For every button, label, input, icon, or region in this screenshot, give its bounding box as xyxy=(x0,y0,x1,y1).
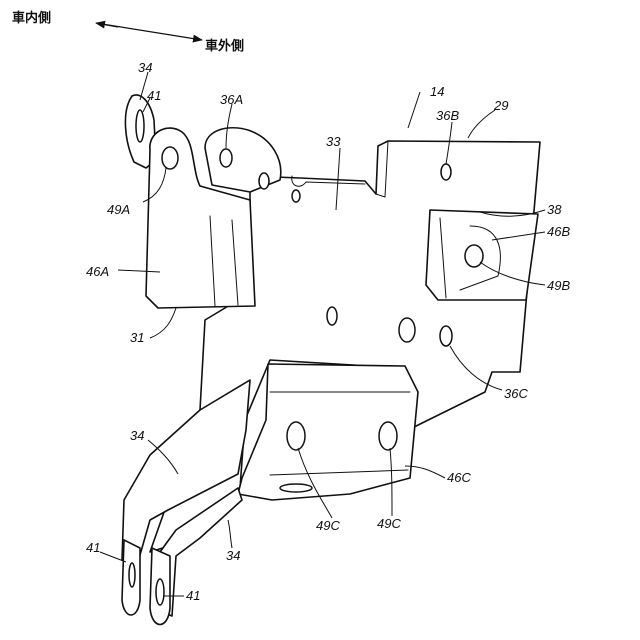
hole-plate-2 xyxy=(399,318,415,342)
leader-31 xyxy=(150,308,176,338)
hole-41-top xyxy=(136,110,144,142)
label-33: 33 xyxy=(326,134,341,149)
hole-49c-right xyxy=(379,422,397,450)
label-36c: 36C xyxy=(504,386,528,401)
direction-arrow-back xyxy=(96,23,118,27)
label-31: 31 xyxy=(130,330,144,345)
outer-side-label: 車外側 xyxy=(205,38,244,54)
hole-small-2 xyxy=(292,190,300,202)
hole-49b xyxy=(465,245,483,267)
hole-flange-bottom xyxy=(280,484,312,492)
label-41-left: 41 xyxy=(86,540,100,555)
leader-29 xyxy=(468,110,495,138)
label-49c-right: 49C xyxy=(377,516,401,531)
label-38: 38 xyxy=(547,202,562,217)
hole-49a xyxy=(162,147,178,169)
hole-49c-left xyxy=(287,422,305,450)
label-46c: 46C xyxy=(447,470,471,485)
hole-36b xyxy=(441,164,451,180)
leader-34-low xyxy=(228,520,232,548)
hole-41-bottom xyxy=(156,579,164,605)
label-29: 29 xyxy=(493,98,508,113)
label-49a: 49A xyxy=(107,202,130,217)
label-36a: 36A xyxy=(220,92,243,107)
hole-plate-1 xyxy=(327,307,337,325)
inner-side-label: 車内側 xyxy=(12,10,51,26)
leader-14 xyxy=(408,92,420,128)
label-46a: 46A xyxy=(86,264,109,279)
label-36b: 36B xyxy=(436,108,459,123)
hole-36c xyxy=(440,326,452,346)
label-49b: 49B xyxy=(547,278,570,293)
hole-41-left xyxy=(129,563,135,587)
hole-small-1 xyxy=(259,173,269,189)
label-41-top: 41 xyxy=(147,88,161,103)
label-34-top: 34 xyxy=(138,60,152,75)
label-14: 14 xyxy=(430,84,444,99)
hole-36a xyxy=(220,149,232,167)
label-46b: 46B xyxy=(547,224,570,239)
label-49c-left: 49C xyxy=(316,518,340,533)
label-34-low: 34 xyxy=(226,548,240,563)
label-41-bottom: 41 xyxy=(186,588,200,603)
label-34-mid: 34 xyxy=(130,428,144,443)
